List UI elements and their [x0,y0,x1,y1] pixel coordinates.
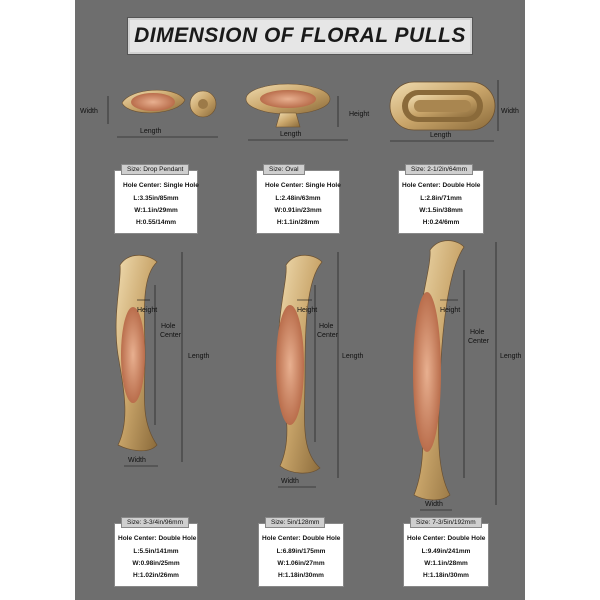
handle-128mm [276,254,323,474]
spec-height: H:1.02in/26mm [133,572,179,579]
handle-192mm [413,240,465,501]
spec-height: H:1.18in/30mm [423,572,469,579]
spec-card-128mm: Size: 5in/128mm Hole Center: Double Hole… [258,517,344,587]
spec-size: Size: Drop Pendant [121,164,190,175]
hole-label-96: Hole [161,323,176,330]
center-label-128: Center [317,332,339,339]
spec-height: H:0.55/14mm [135,219,177,226]
width-label-192: Width [425,501,443,508]
spec-hole: Hole Center: Double Hole [262,535,341,542]
handle-96mm [115,254,158,452]
spec-width: W:0.91in/23mm [274,207,322,214]
center-label-192: Center [468,338,490,345]
handle-dimension-lines [124,242,497,511]
spec-height: H:1.18in/30mm [278,572,324,579]
length-label-ring: Length [430,132,452,139]
hole-label-128: Hole [319,323,334,330]
spec-card-96mm: Size: 3-3/4in/96mm Hole Center: Double H… [114,517,198,587]
length-label-192: Length [500,353,522,360]
length-label-oval: Length [280,131,302,138]
spec-size: Size: 2-1/2in/64mm [405,164,473,175]
spec-card-drop-pendant: Size: Drop Pendant Hole Center: Single H… [114,164,199,234]
height-label-128: Height [297,307,318,314]
height-label-oval: Height [349,111,370,118]
hole-label-192: Hole [470,329,485,336]
spec-card-64mm: Size: 2-1/2in/64mm Hole Center: Double H… [398,164,484,234]
spec-width: W:1.5in/38mm [419,207,463,214]
height-label-96: Height [137,307,158,314]
spec-card-oval: Size: Oval Hole Center: Single Hole L:2.… [256,164,341,234]
spec-height: H:1.1in/28mm [276,219,320,226]
spec-width: W:1.06in/27mm [277,560,325,567]
spec-length: L:6.89in/175mm [276,548,326,555]
spec-length: L:5.5in/141mm [133,548,179,555]
drop-pendant-pull [121,89,217,118]
length-label-96: Length [188,353,210,360]
spec-hole: Hole Center: Double Hole [402,182,481,189]
oval-knob [245,83,331,128]
spec-hole: Hole Center: Single Hole [123,182,199,189]
spec-height: H:0.24/6mm [422,219,460,226]
title-banner: DIMENSION OF FLORAL PULLS [128,18,472,54]
spec-hole: Hole Center: Double Hole [407,535,486,542]
length-label-128: Length [342,353,364,360]
spec-size: Size: Oval [263,164,305,175]
spec-length: L:2.48in/63mm [275,195,321,202]
spec-card-192mm: Size: 7-3/5in/192mm Hole Center: Double … [403,517,489,587]
spec-length: L:9.49in/241mm [421,548,471,555]
width-label-96: Width [128,457,146,464]
width-label-pendant: Width [80,108,98,115]
spec-size: Size: 3-3/4in/96mm [121,517,189,528]
spec-width: W:1.1in/28mm [424,560,468,567]
page-title: DIMENSION OF FLORAL PULLS [134,24,466,47]
spec-hole: Hole Center: Double Hole [118,535,197,542]
spec-length: L:2.8in/71mm [420,195,462,202]
spec-length: L:3.35in/85mm [133,195,179,202]
width-label-128: Width [281,478,299,485]
center-label-96: Center [160,332,182,339]
ring-pull [389,81,496,131]
spec-hole: Hole Center: Single Hole [265,182,341,189]
length-label-pendant: Length [140,128,162,135]
height-label-192: Height [440,307,461,314]
spec-size: Size: 7-3/5in/192mm [410,517,482,528]
spec-width: W:0.98in/25mm [132,560,180,567]
top-dimension-lines [107,80,499,142]
width-label-ring: Width [501,108,519,115]
spec-width: W:1.1in/29mm [134,207,178,214]
spec-size: Size: 5in/128mm [265,517,326,528]
